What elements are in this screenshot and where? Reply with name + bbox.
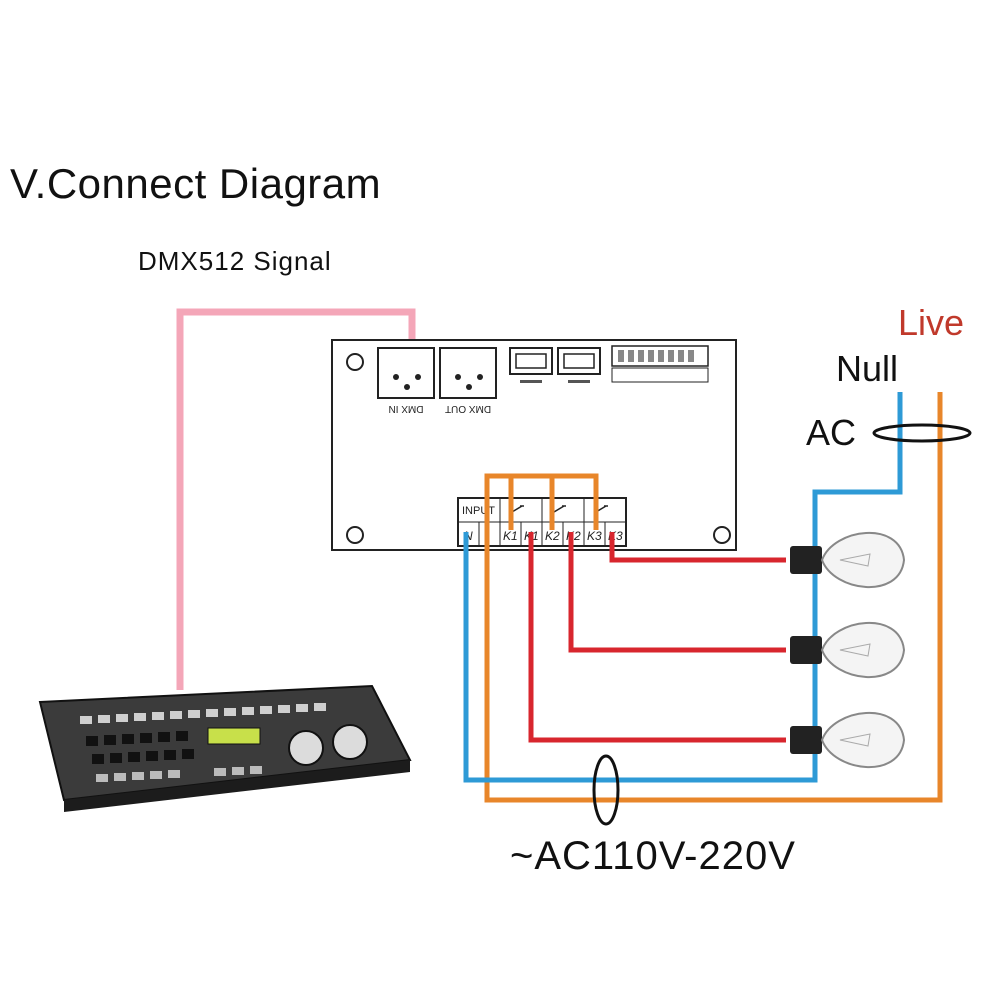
load-wiring xyxy=(528,532,786,743)
dmx-signal-label: DMX512 Signal xyxy=(138,246,332,276)
address-dip-switch xyxy=(611,345,709,383)
dmx-out-label: DMX OUT xyxy=(445,403,491,414)
ac-ring-bottom xyxy=(592,754,620,826)
lcd-display xyxy=(207,727,261,745)
dmx-out-connector xyxy=(439,347,497,399)
terminal-k2a: K2 xyxy=(545,529,560,543)
dmx-decoder-board: DMX IN DMX OUT xyxy=(331,339,737,551)
dmx-in-label: DMX IN xyxy=(389,403,424,414)
rj45-port-1 xyxy=(509,347,553,383)
jog-wheel-right xyxy=(332,724,368,760)
ac-ring-top xyxy=(872,423,972,443)
ac-label: AC xyxy=(806,412,857,453)
live-wiring xyxy=(484,392,943,803)
terminal-k1a: K1 xyxy=(503,529,518,543)
dmx-controller xyxy=(38,684,412,812)
page-title: V.Connect Diagram xyxy=(10,160,382,207)
light-bulb-1 xyxy=(790,532,906,588)
rj45-port-2 xyxy=(557,347,601,383)
light-bulb-3 xyxy=(790,712,906,768)
input-label: INPUT xyxy=(462,505,495,517)
dmx-signal-wire xyxy=(176,308,416,690)
terminal-k3a: K3 xyxy=(587,529,602,543)
terminal-block: INPUT N K1 K1 K2 K2 K3 K3 xyxy=(457,497,627,547)
jog-wheel-left xyxy=(288,730,324,766)
live-label: Live xyxy=(898,302,965,343)
dmx-in-connector xyxy=(377,347,435,399)
null-label: Null xyxy=(836,348,899,389)
light-bulb-2 xyxy=(790,622,906,678)
voltage-label: ~AC110V-220V xyxy=(510,834,796,878)
terminal-k2b: K2 xyxy=(566,529,581,543)
